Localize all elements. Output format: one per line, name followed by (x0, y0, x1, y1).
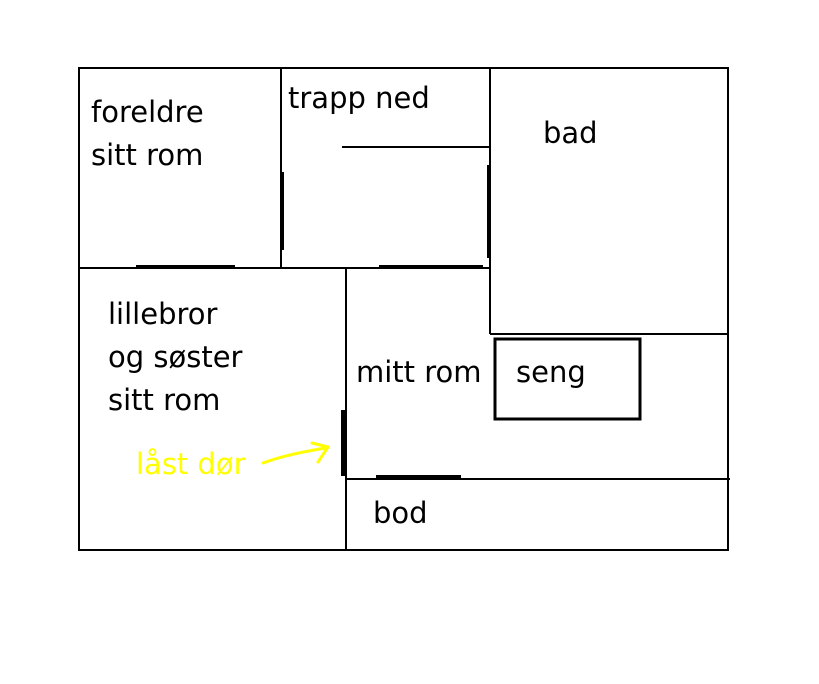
label-bed: seng (516, 355, 586, 389)
label-siblings-line3: sitt rom (108, 383, 220, 417)
bed-frame (493, 337, 642, 421)
label-parents-line2: sitt rom (91, 138, 203, 172)
label-siblings-line1: lillebror (108, 297, 218, 331)
label-my-room: mitt rom (356, 355, 482, 389)
label-locked-door: låst dør (136, 447, 246, 481)
label-stairs: trapp ned (288, 81, 430, 115)
label-bathroom: bad (543, 116, 598, 150)
label-parents-line1: foreldre (91, 95, 204, 129)
label-storage: bod (373, 496, 428, 530)
outer-wall (78, 67, 729, 551)
arrow-icon (261, 441, 330, 465)
label-siblings-line2: og søster (108, 340, 243, 374)
